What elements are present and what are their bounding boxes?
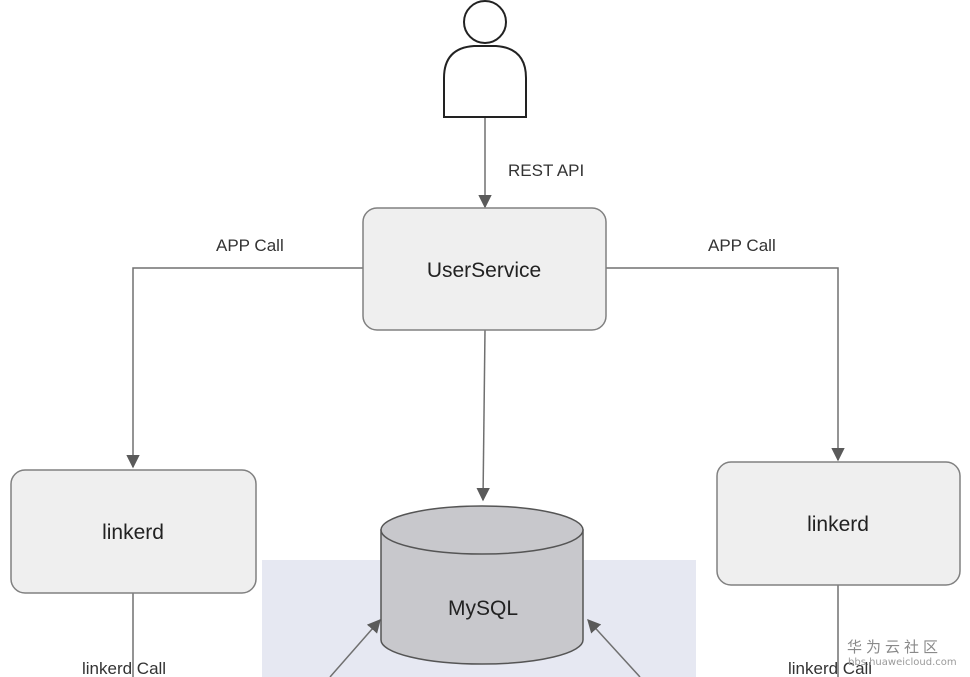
node-linkerd-right: linkerd [716, 461, 961, 586]
watermark-brand: 华为云社区 [847, 638, 942, 656]
linkerd-right-label: linkerd [807, 513, 869, 536]
linkerd-call-left-label: linkerd Call [82, 659, 166, 677]
edge-userservice-to-mysql [476, 329, 490, 502]
user-icon [443, 0, 527, 118]
node-linkerd-left: linkerd [10, 469, 257, 594]
linkerd-left-label: linkerd [102, 521, 164, 544]
edge-into-mysql-right [587, 619, 641, 677]
watermark: 华为云社区 bbs.huaweicloud.com [847, 638, 957, 668]
edge-userservice-to-linkerd-right [606, 267, 845, 462]
node-mysql: MySQL [380, 505, 584, 665]
edge-into-mysql-left [329, 618, 381, 677]
watermark-url: bbs.huaweicloud.com [848, 657, 957, 668]
userservice-label: UserService [427, 259, 541, 282]
edge-userservice-to-linkerd-left [126, 267, 363, 469]
rest-api-label: REST API [508, 161, 584, 180]
mysql-label: MySQL [448, 597, 518, 620]
app-call-right-label: APP Call [708, 236, 776, 255]
linkerd-call-right-label: linkerd Call [788, 659, 872, 677]
edges [126, 118, 845, 677]
app-call-left-label: APP Call [216, 236, 284, 255]
node-userservice: UserService [362, 207, 607, 331]
